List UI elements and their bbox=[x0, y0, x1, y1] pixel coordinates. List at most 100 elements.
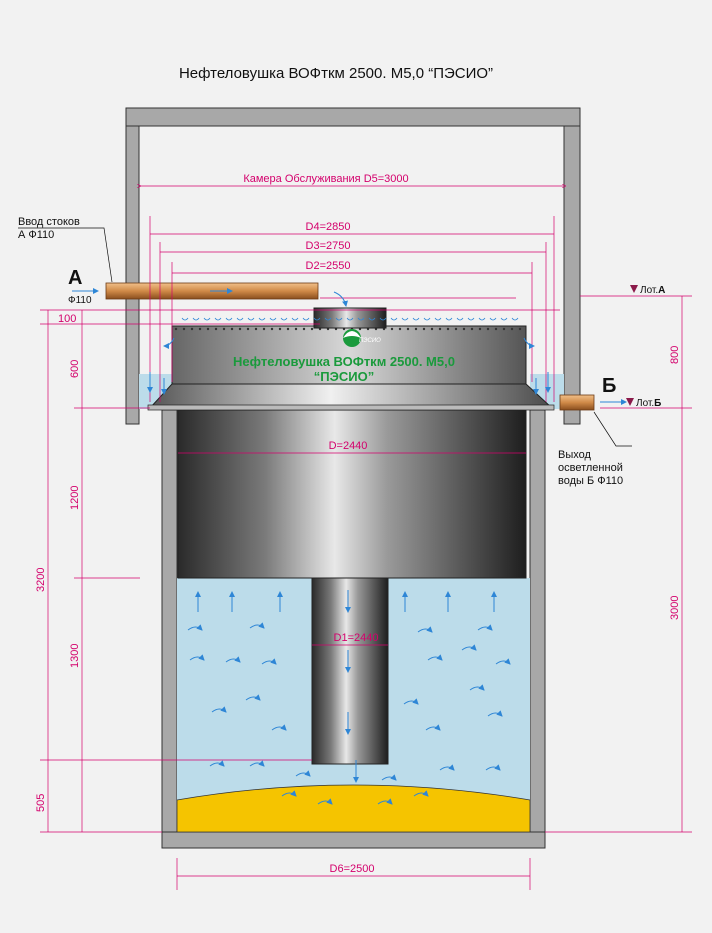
outlet-caption-line2: осветленной bbox=[558, 462, 623, 474]
flow-arc bbox=[313, 317, 321, 321]
flow-arc bbox=[247, 317, 255, 321]
perforation-dot bbox=[494, 327, 498, 331]
dim-1200: 1200 bbox=[69, 486, 81, 510]
flow-arc bbox=[423, 317, 431, 321]
perforation-dot bbox=[446, 327, 450, 331]
perforation-dot bbox=[182, 327, 186, 331]
perforation-dot bbox=[238, 327, 242, 331]
flow-arc bbox=[467, 317, 475, 321]
flow-arc bbox=[500, 317, 508, 321]
flow-arc bbox=[335, 317, 343, 321]
flow-arc bbox=[445, 317, 453, 321]
pesio-logo: ПЭСИО bbox=[343, 329, 381, 347]
perforation-dot bbox=[270, 327, 274, 331]
perforation-dot bbox=[454, 327, 458, 331]
dim-600: 600 bbox=[69, 360, 81, 378]
dim-3000: 3000 bbox=[669, 596, 681, 620]
dim-1300: 1300 bbox=[69, 644, 81, 668]
perforation-dot bbox=[422, 327, 426, 331]
conical-shell bbox=[148, 383, 554, 409]
perforation-dot bbox=[254, 327, 258, 331]
outlet-caption-line1: Выход bbox=[558, 449, 591, 461]
perforation-dot bbox=[430, 327, 434, 331]
perforation-dot bbox=[198, 327, 202, 331]
dim-800: 800 bbox=[669, 346, 681, 364]
dim-3200: 3200 bbox=[35, 568, 47, 592]
dim-505: 505 bbox=[35, 794, 47, 812]
flow-arc bbox=[269, 317, 277, 321]
central-pipe bbox=[311, 577, 389, 765]
perforation-dot bbox=[390, 327, 394, 331]
perforation-dot bbox=[206, 327, 210, 331]
flow-arc bbox=[192, 317, 200, 321]
perforation-dot bbox=[174, 327, 178, 331]
inlet-caption-line2: А Ф110 bbox=[18, 229, 54, 241]
svg-text:ПЭСИО: ПЭСИО bbox=[359, 338, 381, 344]
dim-d3: D3=2750 bbox=[306, 240, 351, 252]
outlet-pipe bbox=[559, 394, 595, 411]
dimension-lines bbox=[40, 186, 692, 890]
flow-arc bbox=[346, 317, 354, 321]
perforation-dot bbox=[438, 327, 442, 331]
inlet-letter: А bbox=[68, 267, 82, 289]
dim-d5: Камера Обслуживания D5=3000 bbox=[243, 173, 408, 185]
flow-arc bbox=[291, 317, 299, 321]
flow-arc bbox=[456, 317, 464, 321]
flow-arc bbox=[390, 317, 398, 321]
perforation-dot bbox=[414, 327, 418, 331]
perforation-dot bbox=[190, 327, 194, 331]
outlet-leader bbox=[593, 411, 632, 447]
flow-arc bbox=[236, 317, 244, 321]
perforation-dot bbox=[262, 327, 266, 331]
perforation-dot bbox=[510, 327, 514, 331]
dim-d: D=2440 bbox=[329, 440, 368, 452]
flow-arc bbox=[225, 317, 233, 321]
flow-arc bbox=[203, 317, 211, 321]
flow-arc bbox=[302, 317, 310, 321]
perforation-dot bbox=[222, 327, 226, 331]
flow-arc bbox=[324, 317, 332, 321]
perforation-dot bbox=[214, 327, 218, 331]
dim-d1: D1=2440 bbox=[334, 632, 379, 644]
flow-arc bbox=[478, 317, 486, 321]
perforation-dot bbox=[286, 327, 290, 331]
perforation-dot bbox=[310, 327, 314, 331]
outlet-letter: Б bbox=[602, 375, 616, 397]
flow-arc bbox=[379, 317, 387, 321]
product-label-line2: “ПЭСИО” bbox=[314, 369, 374, 384]
flow-arc bbox=[511, 317, 519, 321]
perforation-dot bbox=[294, 327, 298, 331]
perforation-dot bbox=[406, 327, 410, 331]
lot-b-label: Лот.Б bbox=[636, 398, 661, 409]
top-flow-arcs bbox=[181, 317, 519, 321]
flow-arc bbox=[357, 317, 365, 321]
flow-arc bbox=[280, 317, 288, 321]
diagram-title: Нефтеловушка ВОФткм 2500. М5,0 “ПЭСИО” bbox=[179, 65, 493, 82]
perforation-dot bbox=[518, 327, 522, 331]
flow-arc bbox=[368, 317, 376, 321]
flow-arc bbox=[434, 317, 442, 321]
service-chamber bbox=[125, 107, 581, 425]
dim-d6: D6=2500 bbox=[330, 863, 375, 875]
inlet-caption-line1: Ввод стоков bbox=[18, 216, 80, 228]
perforation-dot bbox=[246, 327, 250, 331]
perforation-dot bbox=[470, 327, 474, 331]
inlet-leader bbox=[18, 227, 113, 283]
sludge-layer bbox=[176, 784, 531, 833]
flow-arc bbox=[489, 317, 497, 321]
perforation-dot bbox=[478, 327, 482, 331]
flow-arrows bbox=[147, 291, 551, 805]
flow-arc bbox=[412, 317, 420, 321]
dim-d4: D4=2850 bbox=[306, 221, 351, 233]
perforation-dot bbox=[278, 327, 282, 331]
flow-arc bbox=[214, 317, 222, 321]
lot-b-marker bbox=[626, 398, 634, 406]
perforation-row bbox=[174, 327, 522, 331]
central-riser bbox=[313, 307, 387, 329]
inlet-diameter: Ф110 bbox=[68, 295, 92, 306]
dim-100: 100 bbox=[58, 313, 76, 325]
perforation-dot bbox=[462, 327, 466, 331]
flow-arc bbox=[401, 317, 409, 321]
perforation-dot bbox=[302, 327, 306, 331]
